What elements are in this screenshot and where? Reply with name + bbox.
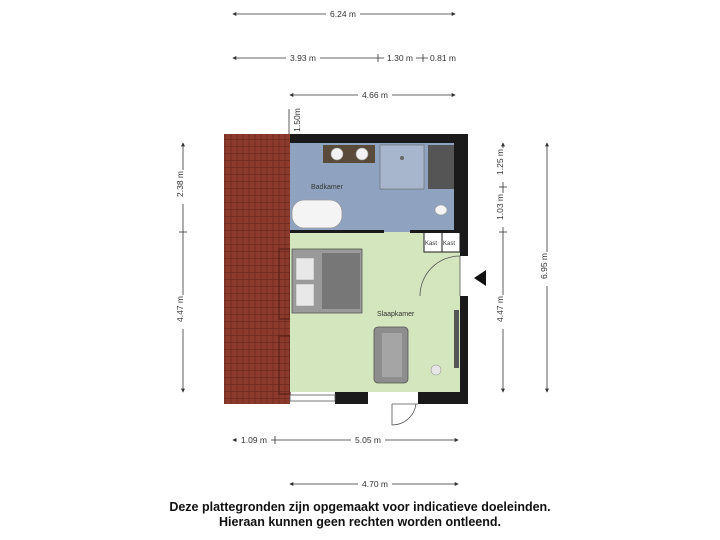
- room-label-closet-1: Kast: [425, 241, 437, 247]
- dim-segment-a-label: 3.93 m: [290, 53, 316, 63]
- disclaimer-line-2: Hieraan kunnen geen rechten worden ontle…: [219, 515, 501, 529]
- storage-unit: [428, 145, 454, 189]
- dim-right-top-label: 1.25 m: [495, 149, 505, 175]
- walls: [290, 134, 468, 404]
- dimension-right-inner: 1.25 m 1.03 m 4.47 m: [495, 142, 509, 393]
- dimension-total-width: 6.24 m: [232, 8, 456, 20]
- sink-left: [330, 147, 344, 161]
- disclaimer-line-1: Deze plattegronden zijn opgemaakt voor i…: [169, 500, 551, 514]
- entrance-arrow-icon: [474, 270, 486, 286]
- pillow-bottom: [295, 283, 315, 307]
- dim-segment-b-label: 1.30 m: [387, 53, 413, 63]
- dim-bottom-right-label: 5.05 m: [355, 435, 381, 445]
- tv-unit: [454, 310, 459, 368]
- bed-blanket: [322, 253, 360, 309]
- dimension-left: 2.38 m 4.47 m: [175, 142, 189, 393]
- shower-drain: [400, 156, 404, 160]
- dim-segment-c-label: 0.81 m: [430, 53, 456, 63]
- pillow-top: [295, 257, 315, 281]
- entry-door: [419, 255, 461, 297]
- dim-right-mid-label: 1.03 m: [495, 194, 505, 220]
- dim-right-total-label: 6.95 m: [539, 253, 549, 279]
- toilet: [434, 204, 448, 216]
- dimension-small-vertical: 1.50m: [288, 108, 302, 134]
- room-label-bathroom: Badkamer: [311, 184, 344, 191]
- dim-small-vertical-label: 1.50m: [292, 108, 302, 132]
- dimension-segments: 3.93 m 1.30 m 0.81 m: [232, 52, 458, 64]
- room-label-bedroom: Slaapkamer: [377, 311, 415, 318]
- bottom-window: [289, 394, 336, 402]
- sofa-seat: [382, 333, 402, 377]
- dim-left-bottom-label: 4.47 m: [175, 296, 185, 322]
- sink-right: [355, 147, 369, 161]
- dim-right-bottom-label: 4.47 m: [495, 296, 505, 322]
- dimension-upper-width: 4.66 m: [289, 89, 456, 101]
- dimension-bottom-total: 4.70 m: [289, 478, 459, 490]
- bathtub: [291, 199, 343, 229]
- dim-upper-width-label: 4.66 m: [362, 90, 388, 100]
- dim-total-width-label: 6.24 m: [330, 9, 356, 19]
- dimension-bottom-split: 1.09 m 5.05 m: [232, 434, 459, 446]
- roof-slope: [224, 134, 290, 404]
- floor-lamp: [430, 364, 442, 376]
- dim-bottom-left-label: 1.09 m: [241, 435, 267, 445]
- balcony-door: [391, 403, 418, 426]
- shower-area: [379, 144, 425, 190]
- dimension-right-total: 6.95 m: [539, 142, 553, 393]
- room-label-closet-2: Kast: [443, 241, 455, 247]
- dim-bottom-total-label: 4.70 m: [362, 479, 388, 489]
- dim-left-top-label: 2.38 m: [175, 171, 185, 197]
